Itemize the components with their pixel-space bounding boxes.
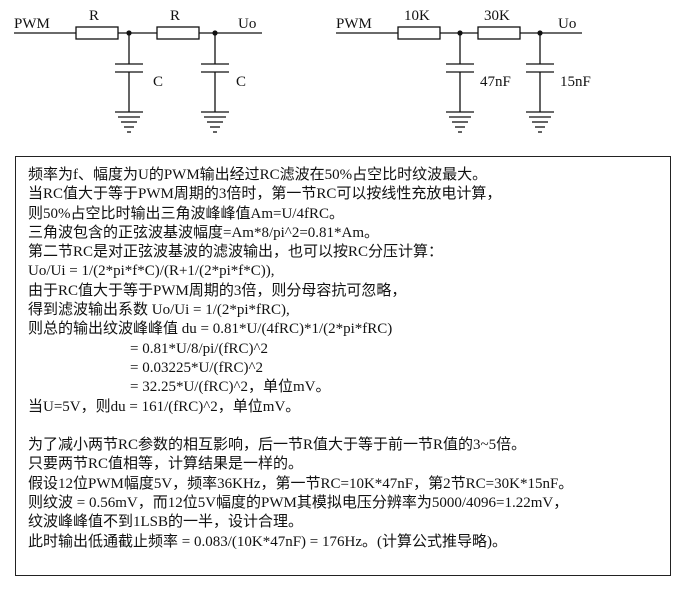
- circuit-left: PWM R R Uo C: [14, 8, 262, 133]
- notes-line: 则总的输出纹波峰峰值 du = 0.81*U/(4fRC)*1/(2*pi*fR…: [28, 321, 393, 338]
- ground-icon: [201, 111, 229, 133]
- notes-line: 此时输出低通截止频率 = 0.083/(10K*47nF) = 176Hz。(计…: [28, 533, 507, 550]
- calculation-notes-box: 频率为f、幅度为U的PWM输出经过RC滤波在50%占空比时纹波最大。 当RC值大…: [15, 156, 671, 576]
- ground-icon: [446, 111, 474, 133]
- circuit-right: PWM 10K 30K Uo 47nF: [336, 8, 591, 133]
- notes-line: 只要两节RC值相等，计算结果是一样的。: [28, 456, 304, 473]
- notes-line: 假设12位PWM幅度5V，频率36KHz，第一节RC=10K*47nF，第2节R…: [28, 475, 574, 492]
- notes-line: 为了减小两节RC参数的相互影响，后一节R值大于等于前一节R值的3~5倍。: [28, 437, 527, 454]
- right-r2-resistor: [477, 26, 521, 40]
- notes-line: 三角波包含的正弦波基波幅度=Am*8/pi^2=0.81*Am。: [28, 224, 380, 241]
- notes-line: 则纹波 = 0.56mV，而12位5V幅度的PWM其模拟电压分辨率为5000/4…: [28, 495, 569, 512]
- left-input-label: PWM: [14, 16, 50, 32]
- notes-line: 第二节RC是对正弦波基波的滤波输出，也可以按RC分压计算：: [28, 244, 444, 261]
- left-c1-label: C: [153, 74, 163, 90]
- right-c1-capacitor: [446, 33, 474, 112]
- notes-line: = 0.81*U/8/pi/(fRC)^2: [130, 340, 268, 357]
- left-r1-label: R: [89, 8, 99, 24]
- left-r2-resistor: [156, 26, 200, 40]
- notes-line: 当U=5V，则du = 161/(fRC)^2，单位mV。: [28, 398, 301, 415]
- right-input-label: PWM: [336, 16, 372, 32]
- notes-line: 由于RC值大于等于PWM周期的3倍，则分母容抗可忽略，: [28, 282, 407, 299]
- notes-line: 纹波峰峰值不到1LSB的一半，设计合理。: [28, 514, 304, 531]
- right-r1-label: 10K: [404, 8, 430, 24]
- notes-line: = 32.25*U/(fRC)^2，单位mV。: [130, 379, 331, 396]
- left-r2-label: R: [170, 8, 180, 24]
- right-c2-capacitor: [526, 33, 554, 112]
- circuit-diagrams: PWM R R Uo C: [14, 8, 591, 133]
- left-c2-capacitor: [201, 33, 229, 112]
- left-c2-label: C: [236, 74, 246, 90]
- ground-icon: [526, 111, 554, 133]
- notes-line: = 0.03225*U/(fRC)^2: [130, 359, 263, 376]
- left-r1-resistor: [75, 26, 119, 40]
- left-output-label: Uo: [238, 16, 256, 32]
- right-c1-label: 47nF: [480, 74, 511, 90]
- right-r1-resistor: [397, 26, 441, 40]
- right-c2-label: 15nF: [560, 74, 591, 90]
- ground-icon: [115, 111, 143, 133]
- notes-line: 当RC值大于等于PWM周期的3倍时，第一节RC可以按线性充放电计算，: [28, 186, 502, 203]
- right-output-label: Uo: [558, 16, 576, 32]
- notes-line: Uo/Ui = 1/(2*pi*f*C)/(R+1/(2*pi*f*C)),: [28, 263, 275, 280]
- notes-blank-line: [28, 417, 660, 436]
- notes-line: 频率为f、幅度为U的PWM输出经过RC滤波在50%占空比时纹波最大。: [28, 167, 488, 183]
- notes-line: 得到滤波输出系数 Uo/Ui = 1/(2*pi*fRC),: [28, 302, 290, 319]
- right-r2-label: 30K: [484, 8, 510, 24]
- notes-line: 则50%占空比时输出三角波峰峰值Am=U/4fRC。: [28, 205, 344, 222]
- left-c1-capacitor: [115, 33, 143, 112]
